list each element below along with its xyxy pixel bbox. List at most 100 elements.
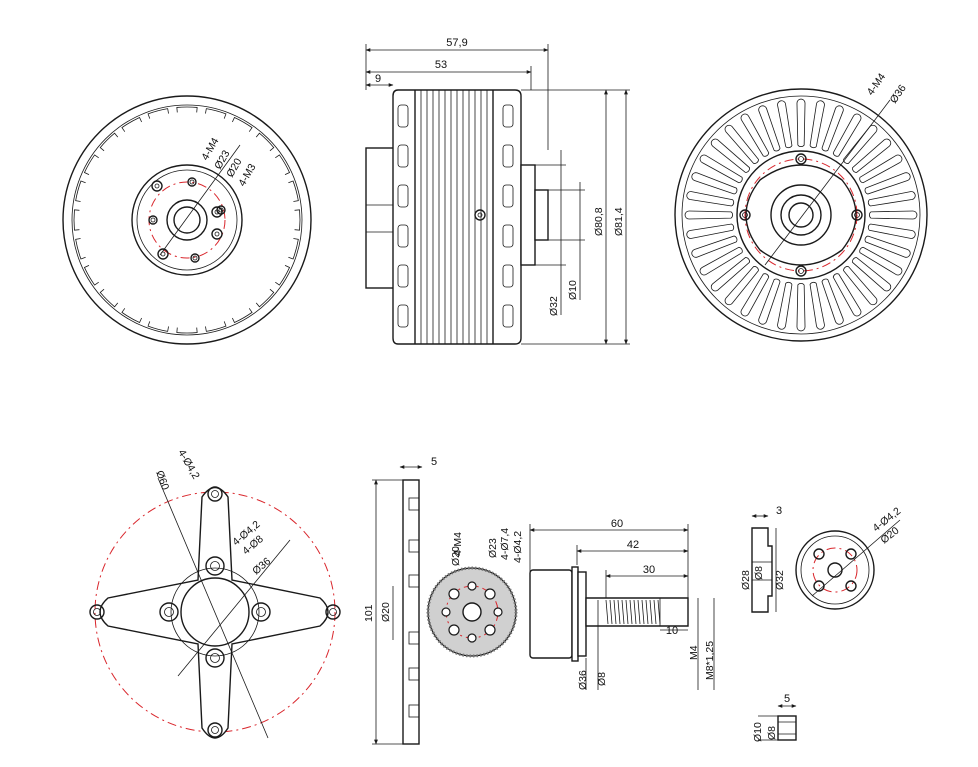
inner-hole-inner [256, 607, 266, 617]
bolt-circle [148, 181, 226, 259]
rear-bolt-circle [744, 158, 858, 272]
rotor-slot [275, 154, 291, 175]
label-rear-4-m4: 4-M4 [865, 71, 889, 98]
rear-hole [851, 209, 863, 221]
label-disk-4-m4: 4-M4 [452, 532, 464, 556]
inner-hole [205, 648, 225, 668]
bell-slot [397, 104, 409, 128]
cooling-rib [864, 172, 911, 195]
stator-mount [365, 147, 395, 289]
washer-view: 3 Ø28 Ø8 Ø32 4-Ø4,2 Ø20 [740, 505, 903, 613]
label-spacer-5: 5 [784, 693, 790, 705]
rear-hole [795, 265, 807, 277]
rotor-slot [121, 116, 142, 132]
inner-hole [251, 602, 271, 622]
cooling-rib [686, 191, 735, 207]
plate-notches [408, 497, 420, 718]
cooling-rib [867, 191, 916, 207]
outer-hole-inner [329, 608, 337, 616]
label-30: 30 [643, 564, 655, 576]
thread-line [605, 599, 609, 625]
disk-hole [484, 624, 496, 636]
outer-hole [325, 604, 341, 620]
label-plate-bore: Ø20 [380, 602, 392, 622]
rotor-slot [232, 116, 253, 132]
mount-holes [89, 486, 341, 738]
shaft-bore [173, 206, 201, 234]
washer-hole [845, 580, 857, 592]
mount-hole [157, 248, 169, 260]
cooling-rib [832, 273, 862, 317]
hub [520, 164, 536, 266]
leader-d60 [157, 477, 269, 739]
rotor-slot [294, 209, 301, 231]
disk-hole [467, 581, 477, 591]
thread-line [637, 599, 641, 625]
disk-hole [467, 633, 477, 643]
cooling-rib [684, 210, 733, 220]
plate-notch [408, 667, 420, 681]
cooling-rib [859, 154, 903, 184]
label-d60: Ø60 [153, 469, 171, 492]
cooling-rib [809, 281, 825, 330]
rear-leader [764, 99, 891, 266]
bell-slot [397, 304, 409, 328]
inner-hole [205, 556, 225, 576]
leader-ring [177, 539, 291, 677]
washer-side [751, 527, 773, 613]
plate-notch [408, 539, 420, 553]
rear-bearing-housing-inner [780, 194, 822, 236]
outer-hole-inner [211, 490, 219, 498]
rotor-slot [288, 238, 299, 260]
bell-slots [397, 104, 514, 328]
bell-slot [502, 224, 514, 248]
label-m4: M4 [688, 645, 700, 660]
spacer-body [777, 715, 797, 741]
label-101: 101 [363, 604, 375, 622]
spacer-view: 5 Ø10 Ø8 [752, 693, 797, 742]
thread-line [649, 599, 653, 625]
rotor-slot [73, 209, 80, 231]
bell-slot [397, 184, 409, 208]
cooling-rib [724, 266, 759, 306]
label-washer-d28: Ø28 [740, 570, 752, 590]
thread-line [617, 599, 621, 625]
label-disk-holes: 4-Ø4,2 [512, 531, 524, 563]
cooling-rib [821, 105, 844, 152]
adapter-shaft [585, 597, 689, 627]
washer-hole [845, 548, 857, 560]
rear-rim [681, 95, 921, 335]
outer-hole-inner [93, 608, 101, 616]
cooling-rib [691, 172, 738, 195]
washer-face-inner [800, 535, 870, 605]
label-disk-d20: Ø20 [450, 546, 462, 566]
label-42: 42 [627, 539, 639, 551]
cooling-rib [710, 257, 750, 292]
label-washer-3: 3 [776, 505, 782, 517]
rotor-slot [147, 108, 169, 119]
cooling-rib [852, 138, 892, 173]
bell-slot [502, 184, 514, 208]
thread-line [633, 599, 637, 625]
cooling-rib [852, 257, 892, 292]
cooling-rib [864, 235, 911, 258]
mount-center-bore [180, 577, 250, 647]
side-view: 57,9 53 9 Ø81,4 Ø80,8 Ø32 Ø10 [365, 37, 630, 345]
disk-bore [462, 602, 482, 622]
label-rear-d36: Ø36 [888, 82, 909, 105]
label-m8: M8*1,25 [704, 641, 716, 680]
label-53: 53 [435, 59, 447, 71]
inner-hole [159, 602, 179, 622]
label-60: 60 [611, 518, 623, 530]
cooling-rib [691, 235, 738, 258]
bell-slot [502, 104, 514, 128]
plate-notch [408, 631, 420, 645]
label-washer-d8: Ø8 [753, 566, 765, 580]
inner-hole-inner [210, 561, 220, 571]
label-plate-5: 5 [431, 456, 437, 468]
label-d32: Ø32 [548, 296, 560, 316]
rear-view: 4-M4 Ø36 [674, 71, 928, 342]
label-57-9: 57,9 [446, 37, 467, 49]
rotor-vent-slots [73, 106, 301, 334]
